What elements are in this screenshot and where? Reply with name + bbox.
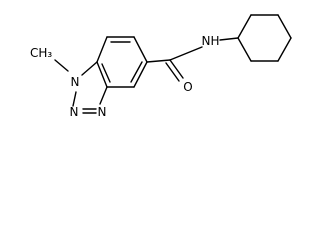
bond-carbonyl-n [169, 46, 203, 61]
amide-group [146, 37, 239, 82]
bond-c6-c5 [133, 36, 148, 63]
benzene-ring [96, 36, 148, 88]
bond-cy3-cy4 [277, 14, 292, 39]
atom-labels: CH₃ N N N N H O [30, 34, 220, 119]
amide-h-label: H [210, 34, 219, 48]
bond-c3a-c7a-inner [101, 63, 111, 83]
chemical-structure-diagram: CH₃ N N N N H O [30, 14, 292, 119]
oxygen-label: O [183, 80, 192, 94]
bond-n3-c3a [99, 86, 108, 105]
cyclohexyl-ring [237, 14, 292, 62]
bond-n-cyclohexyl [219, 37, 239, 41]
bond-cy1-cy2 [237, 14, 252, 39]
bond-cy4-cy5 [277, 37, 292, 62]
methyl-label: CH₃ [30, 46, 52, 60]
n2-label: N [70, 105, 79, 119]
n1-label: N [71, 75, 80, 89]
amide-n-label: N [202, 34, 211, 48]
n3-label: N [98, 105, 107, 119]
bond-c7a-n1 [81, 61, 98, 76]
bond-c5-carbonyl [146, 59, 171, 63]
bond-n1-n2 [72, 91, 77, 107]
bond-carbonyl-o [169, 59, 184, 79]
bond-c5-c4-inner [130, 61, 143, 83]
triazole-ring [54, 59, 108, 114]
bond-n1-methyl [54, 59, 69, 72]
bond-c3a-c7a [96, 61, 108, 88]
bond-c7a-c7 [96, 36, 108, 63]
bond-c5-c4 [133, 61, 148, 88]
bond-cy6-cy1 [237, 37, 252, 62]
bond-carbonyl-o-inner [165, 62, 180, 82]
